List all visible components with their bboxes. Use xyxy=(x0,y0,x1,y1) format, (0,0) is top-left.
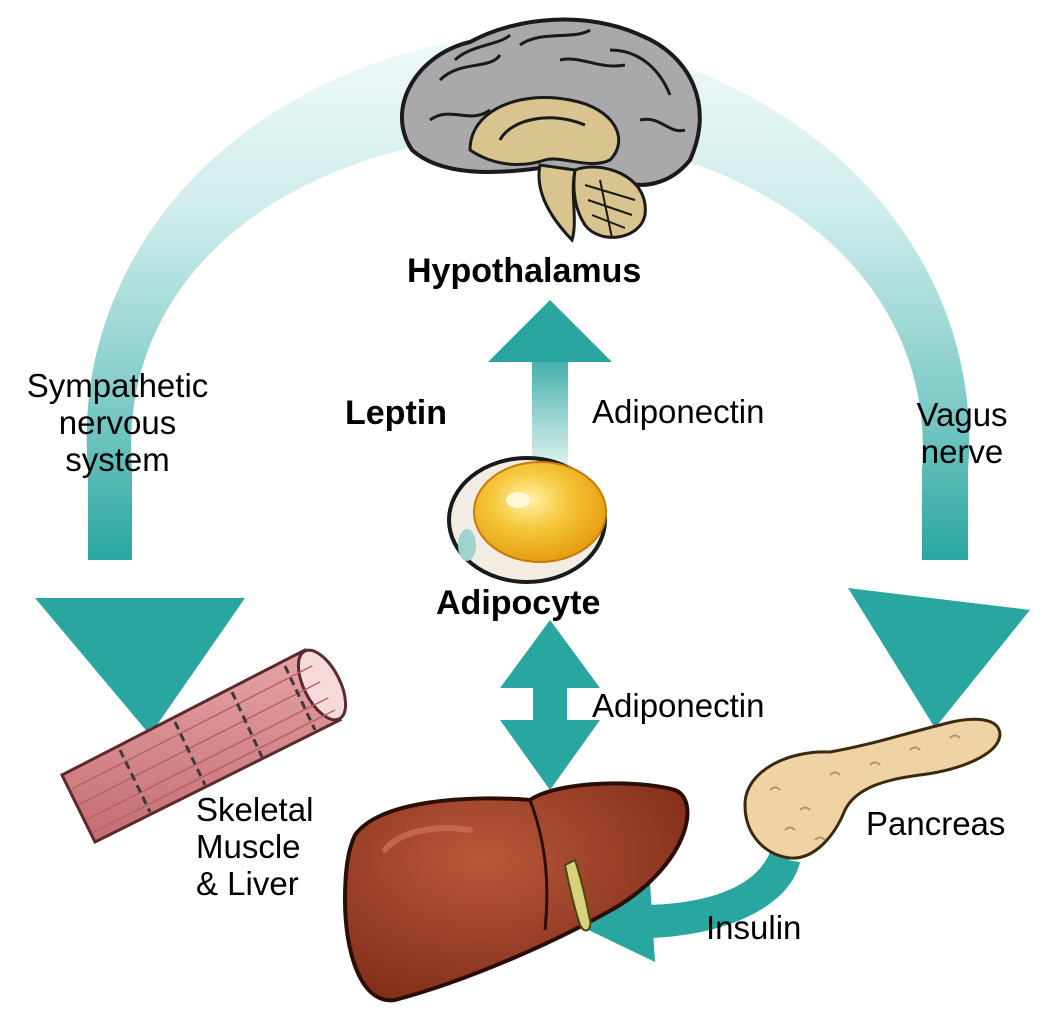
vagus-line-1: Vagus xyxy=(916,396,1008,433)
hypothalamus-label: Hypothalamus xyxy=(407,252,642,290)
adiponectin-double-arrow xyxy=(500,620,600,790)
liver-icon xyxy=(342,781,690,1003)
sympathetic-line-3: system xyxy=(65,440,170,478)
insulin-arrow xyxy=(578,852,800,962)
skeletal-line-2: Muscle xyxy=(196,827,301,865)
vagus-label: Vagus nerve xyxy=(892,396,1032,471)
sympathetic-line-2: nervous xyxy=(58,403,177,441)
pancreas-label: Pancreas xyxy=(866,805,1006,842)
skeletal-line-3: & Liver xyxy=(196,864,299,902)
skeletal-line-1: Skeletal xyxy=(196,791,314,828)
sympathetic-label: Sympathetic nervous system xyxy=(0,367,235,479)
adiponectin-bottom-label: Adiponectin xyxy=(592,687,765,724)
brain-icon xyxy=(400,17,702,243)
leptin-up-arrow xyxy=(488,300,612,475)
feedback-arch xyxy=(86,30,970,560)
vagus-arrowhead xyxy=(848,588,1030,728)
muscle-fiber-icon xyxy=(60,647,348,845)
vagus-line-2: nerve xyxy=(920,432,1004,470)
adipocyte-label: Adipocyte xyxy=(436,584,601,622)
skeletal-muscle-liver-label: Skeletal Muscle & Liver xyxy=(196,791,314,903)
leptin-label: Leptin xyxy=(345,394,447,432)
pancreas-icon xyxy=(743,717,1002,860)
sympathetic-arrowhead xyxy=(35,598,245,735)
sympathetic-line-1: Sympathetic xyxy=(26,367,209,404)
insulin-label: Insulin xyxy=(706,909,802,946)
adipocyte-icon xyxy=(447,456,607,584)
adiponectin-top-label: Adiponectin xyxy=(592,393,765,430)
